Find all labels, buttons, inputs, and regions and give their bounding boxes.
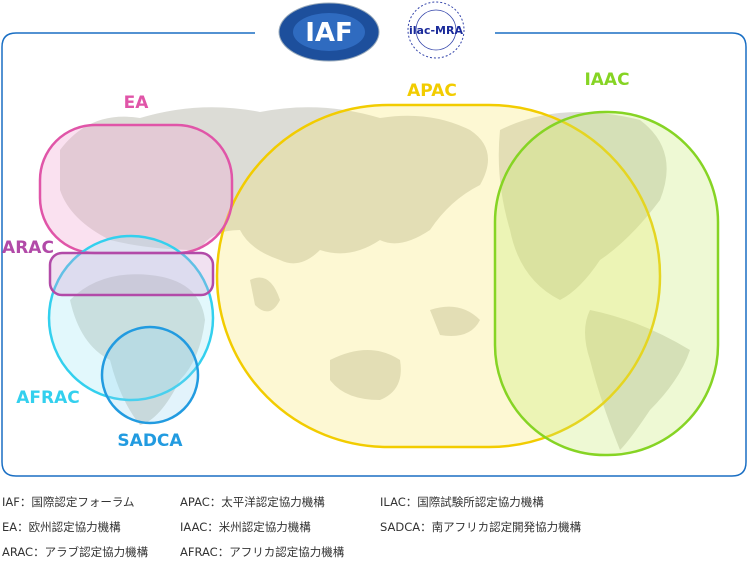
label-afrac: AFRAC xyxy=(16,388,80,408)
label-arac: ARAC xyxy=(2,238,54,258)
region-ea xyxy=(38,123,234,255)
svg-text:ilac-MRA: ilac-MRA xyxy=(409,24,463,37)
ilac-mra-logo: ilac-MRA xyxy=(407,1,465,59)
label-iaac: IAAC xyxy=(584,70,629,90)
region-arac xyxy=(48,251,215,297)
legend-apac: APAC：太平洋認定協力機構 xyxy=(180,495,325,509)
legend-sadca: SADCA：南アフリカ認定開発協力機構 xyxy=(380,520,582,534)
legend-iaac: IAAC：米州認定協力機構 xyxy=(180,520,311,534)
label-ea: EA xyxy=(124,93,150,113)
region-afrac xyxy=(47,234,215,402)
label-apac: APAC xyxy=(407,81,457,101)
world-map xyxy=(60,107,690,450)
iaf-logo: IAF xyxy=(278,2,380,62)
svg-text:IAF: IAF xyxy=(305,18,353,48)
label-sadca: SADCA xyxy=(117,431,183,451)
region-sadca xyxy=(100,325,200,425)
legend-ilac: ILAC：国際試験所認定協力機構 xyxy=(380,495,544,509)
legend-ea: EA：欧州認定協力機構 xyxy=(2,520,121,534)
region-iaac xyxy=(493,110,720,457)
legend-iaf: IAF：国際認定フォーラム xyxy=(2,495,135,509)
frame-border xyxy=(1,32,747,477)
legend-arac: ARAC：アラブ認定協力機構 xyxy=(2,545,149,559)
legend-afrac: AFRAC：アフリカ認定協力機構 xyxy=(180,545,345,559)
region-apac xyxy=(215,103,662,449)
